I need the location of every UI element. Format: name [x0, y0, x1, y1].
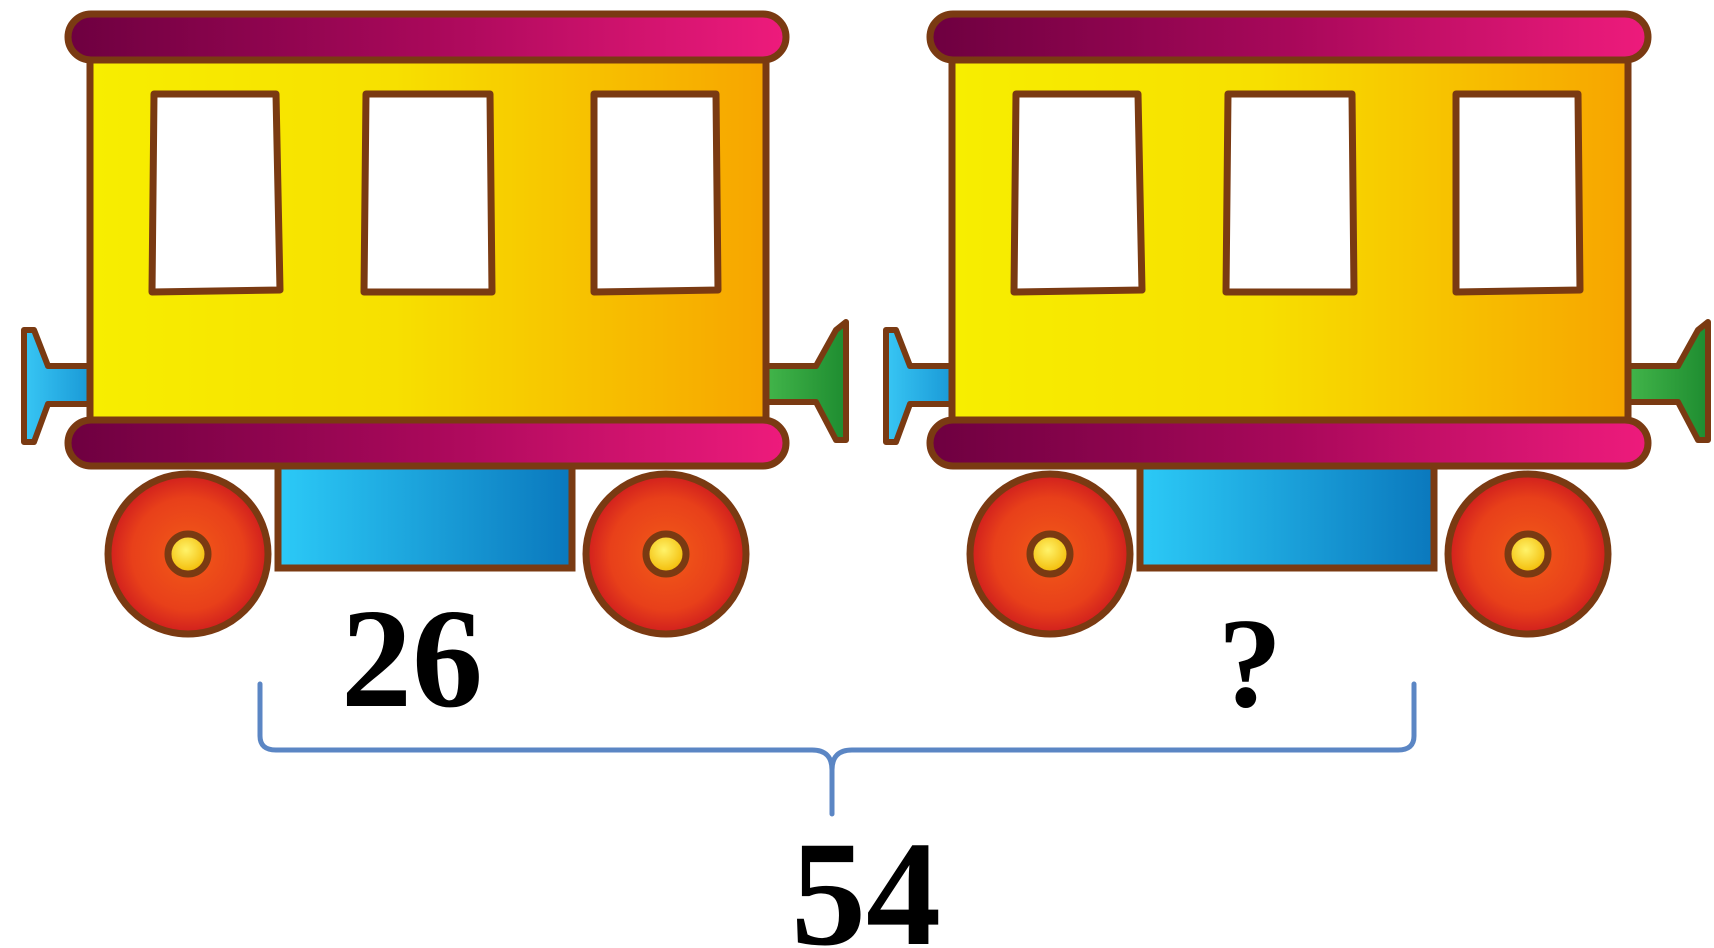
sum-brace [257, 681, 1417, 817]
left-train-car [24, 14, 846, 634]
total-value: 54 [791, 811, 941, 948]
right-train-car [886, 14, 1708, 634]
right-car-value: ? [1218, 592, 1282, 734]
left-car-value: 26 [341, 579, 483, 737]
